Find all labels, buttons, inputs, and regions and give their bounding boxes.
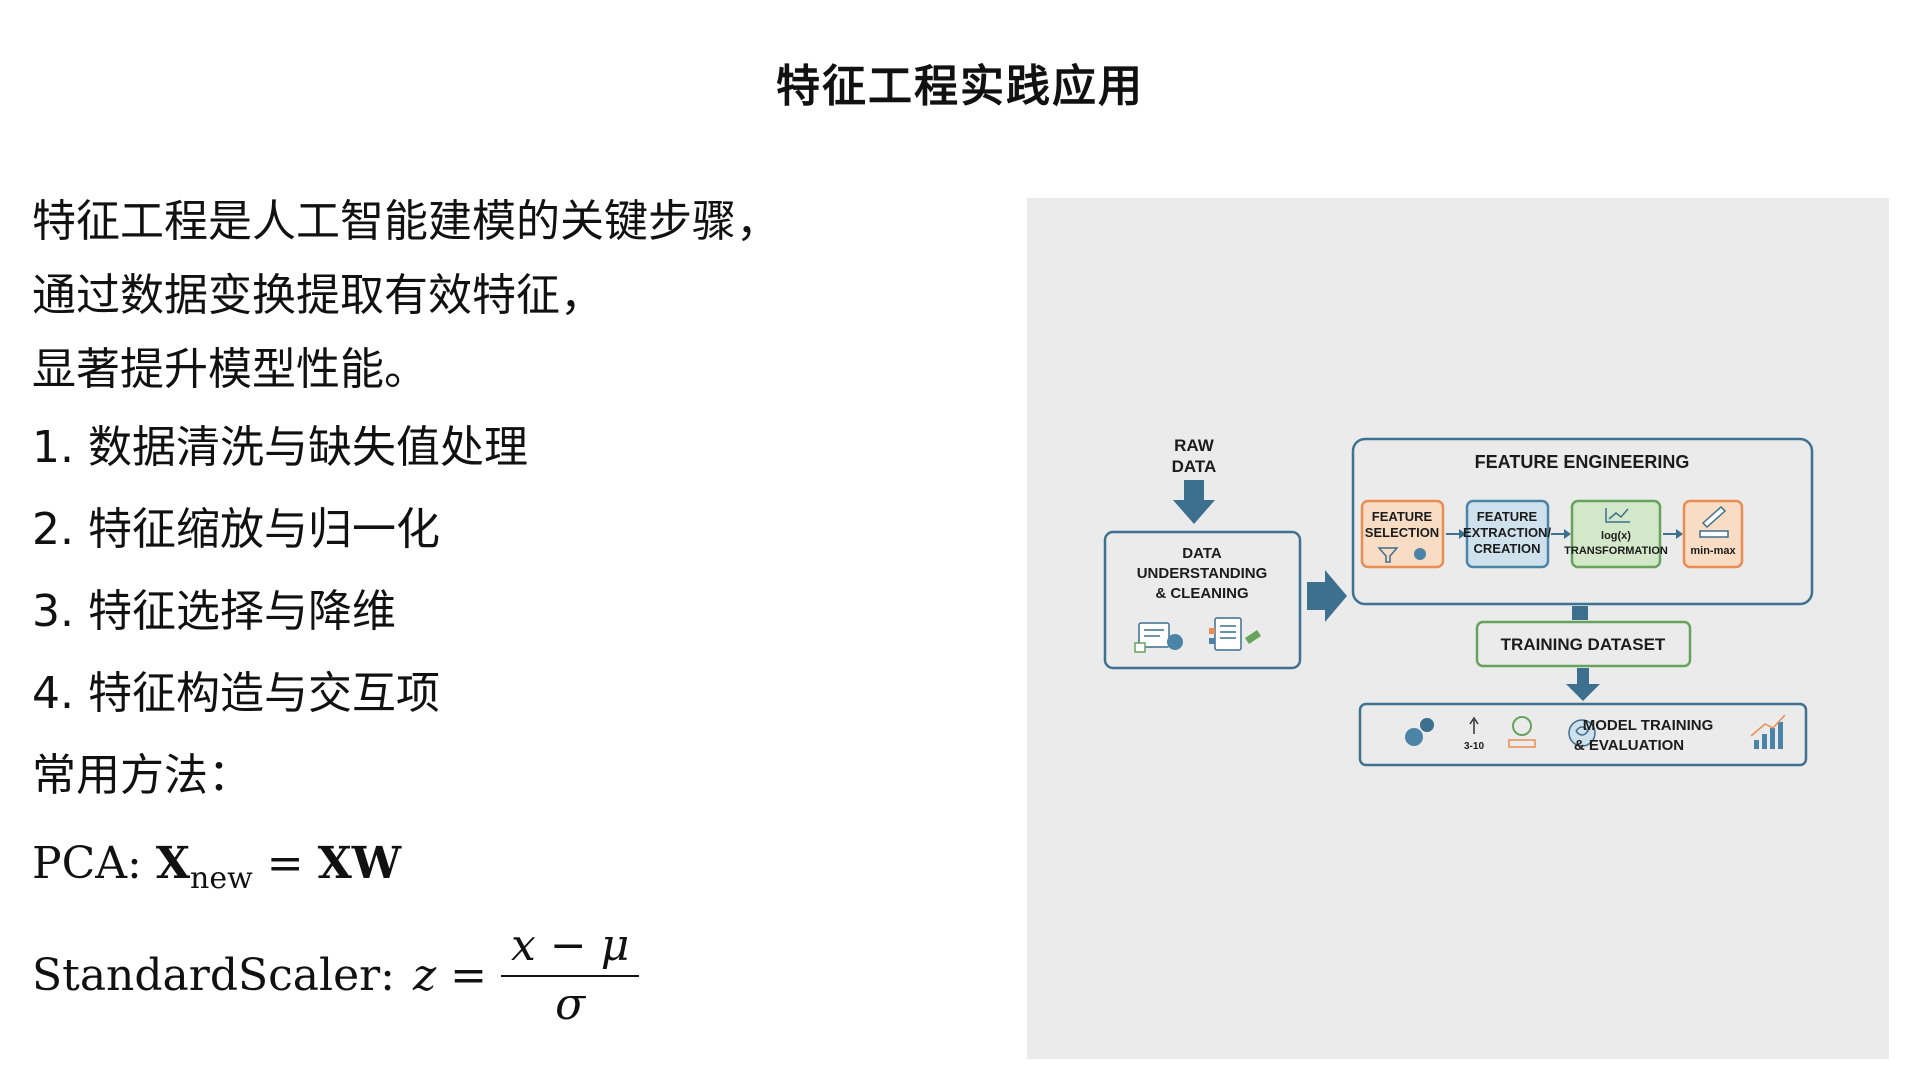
pca-subscript: new [190, 860, 253, 896]
line-chart-icon-trend [1608, 508, 1629, 520]
scaler-denominator: σ [555, 979, 586, 1030]
transformation-box [1570, 499, 1662, 569]
pipeline-diagram: RAW DATA DATA UNDERSTANDING & CLEANING [1103, 436, 1814, 767]
down-arrow-icon [1173, 480, 1215, 524]
document-chart-icon [1134, 622, 1183, 653]
scale-bar-icon [1699, 530, 1729, 538]
model-training-label-2: & EVALUATION [1574, 737, 1684, 754]
model-training-label-1: MODEL TRAINING [1583, 717, 1714, 734]
feature-extraction-label-3: CREATION [1474, 541, 1541, 556]
ruler-icon [1701, 505, 1727, 529]
training-dataset-label: TRAINING DATASET [1501, 635, 1666, 654]
raw-data-label-1: RAW [1174, 436, 1215, 455]
brain-icon [1568, 719, 1596, 747]
pca-matrix-x: X [155, 838, 191, 889]
bar-chart-icon [1750, 714, 1786, 749]
pipeline-figure: RAW DATA DATA UNDERSTANDING & CLEANING [1027, 198, 1889, 1059]
target-icon [1512, 716, 1532, 736]
feature-extraction-label-1: FEATURE [1477, 509, 1538, 524]
pca-equals: = [266, 838, 304, 889]
pca-label: PCA: [32, 838, 142, 889]
raw-data-label-2: DATA [1172, 457, 1217, 476]
step-item: 1. 数据清洗与缺失值处理 [32, 422, 528, 473]
methods-heading: 常用方法： [32, 750, 252, 801]
transformation-label-2: TRANSFORMATION [1564, 545, 1668, 557]
step-item: 4. 特征构造与交互项 [32, 668, 440, 719]
target-base-icon [1508, 739, 1536, 748]
line-chart-icon [1605, 508, 1630, 523]
feature-extraction-label-2: EXTRACTION/ [1463, 525, 1552, 540]
checklist-tools-icon [1209, 617, 1261, 651]
pca-formula: PCA: Xnew = XW [32, 838, 401, 896]
right-arrow-icon [1307, 570, 1347, 622]
step-item: 2. 特征缩放与归一化 [32, 504, 440, 555]
scaler-label: StandardScaler: [32, 949, 395, 1001]
small-label: 3-10 [1464, 741, 1484, 752]
gears-icon-small [1420, 718, 1434, 732]
cleaning-label-3: & CLEANING [1155, 585, 1248, 602]
slide-title: 特征工程实践应用 [776, 61, 1144, 112]
scaler-equals: = [450, 949, 488, 1001]
feature-engineering-title: FEATURE ENGINEERING [1475, 452, 1690, 472]
brain-icon-detail [1575, 726, 1589, 736]
intro-line: 特征工程是人工智能建模的关键步骤， [32, 196, 780, 247]
step-item: 3. 特征选择与降维 [32, 586, 396, 637]
gears-icon [1405, 728, 1423, 746]
cleaning-label-1: DATA [1182, 545, 1222, 562]
arrow-head-icon [1459, 529, 1466, 539]
scaler-formula: StandardScaler: z = x − μ σ [32, 920, 640, 1030]
intro-line: 显著提升模型性能。 [32, 344, 428, 395]
arrow-head-icon [1564, 529, 1571, 539]
cleaning-label-2: UNDERSTANDING [1137, 565, 1268, 582]
scaler-fraction: x − μ σ [501, 920, 640, 1030]
filter-icon [1377, 547, 1399, 563]
arrow-head-icon [1676, 529, 1683, 539]
pca-rhs: XW [317, 838, 402, 889]
intro-line: 通过数据变换提取有效特征， [32, 270, 604, 321]
feature-extraction-box [1465, 499, 1550, 569]
text-column: 特征工程是人工智能建模的关键步骤， 通过数据变换提取有效特征， 显著提升模型性能… [32, 185, 1012, 817]
down-arrow-icon [1566, 668, 1600, 701]
scaler-numerator: x − μ [501, 920, 640, 977]
feature-selection-label-1: FEATURE [1372, 509, 1433, 524]
scaler-z: z [412, 949, 437, 1001]
gear-icon [1414, 548, 1426, 560]
transformation-label-1: log(x) [1601, 530, 1631, 542]
min-max-label: min-max [1690, 545, 1736, 557]
up-arrow-head-icon [1469, 716, 1479, 725]
down-connector [1572, 606, 1588, 620]
feature-selection-label-2: SELECTION [1365, 525, 1439, 540]
training-dataset-box [1475, 620, 1692, 668]
